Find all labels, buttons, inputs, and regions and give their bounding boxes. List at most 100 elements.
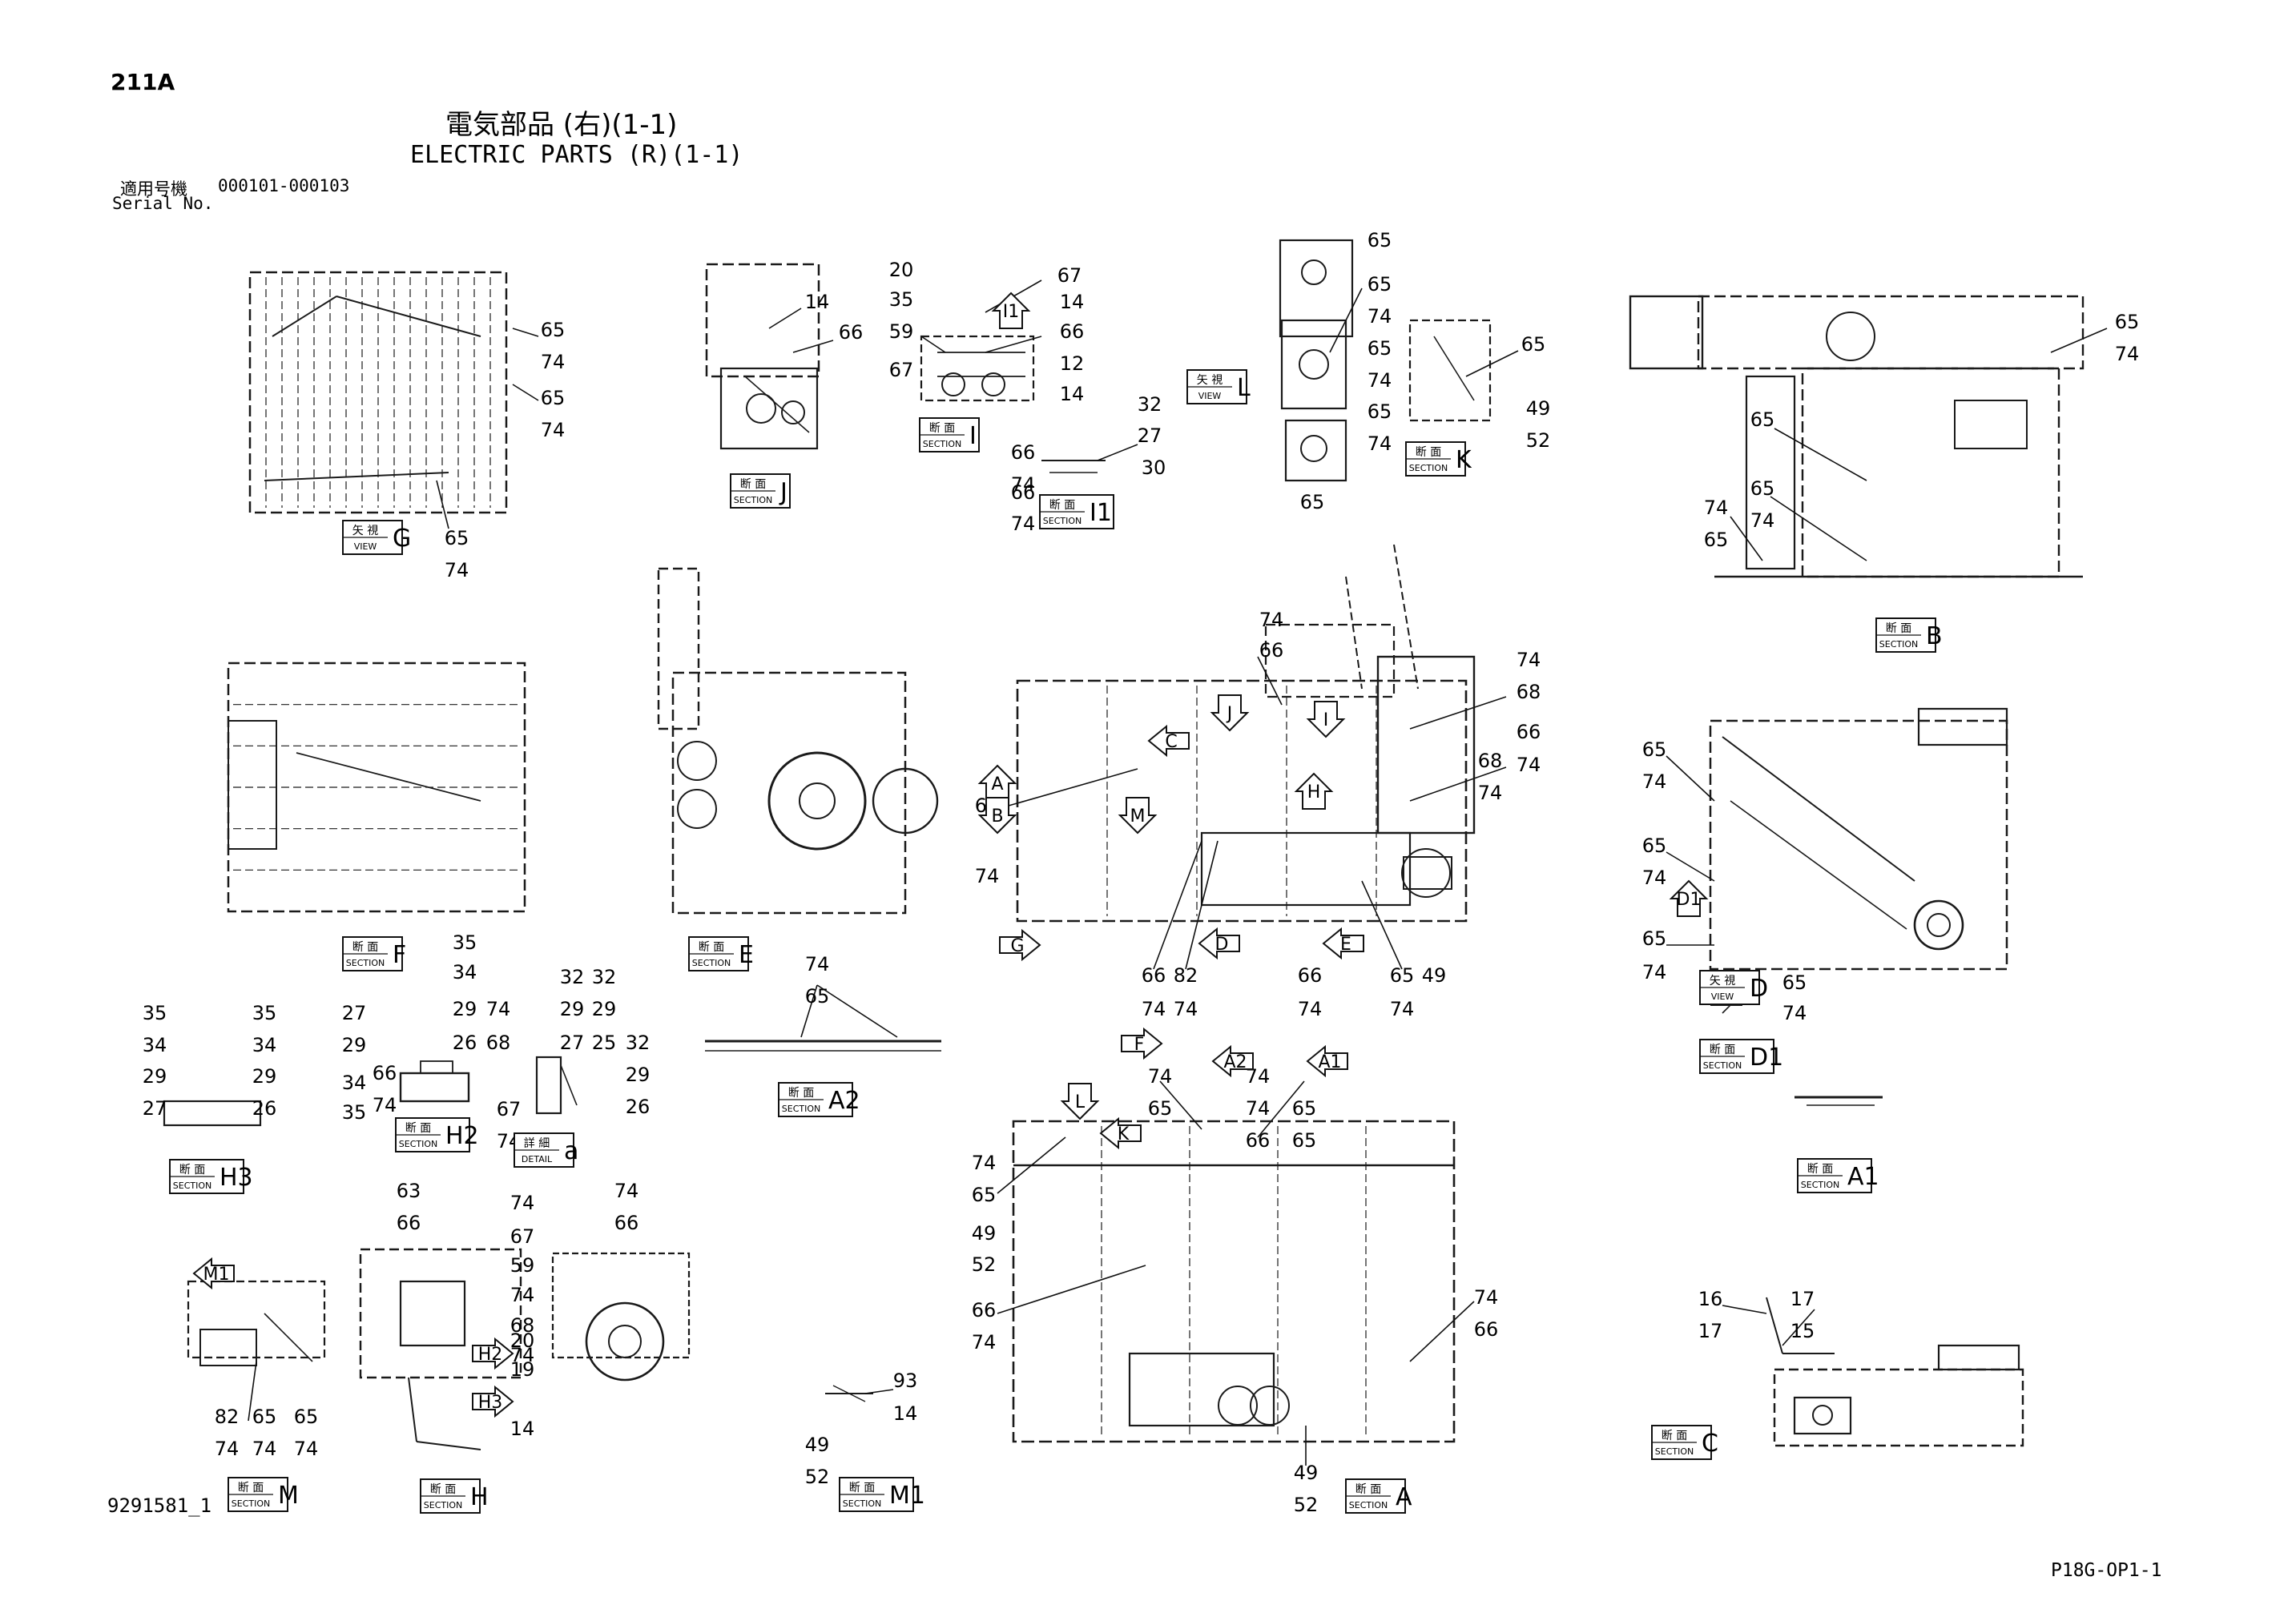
tag-letter: M [278, 1482, 299, 1510]
callout-number: 65 [805, 985, 830, 1008]
tag-label-en: SECTION [692, 958, 731, 968]
view-arrow-d: D [1198, 927, 1240, 960]
view-arrow-b: B [977, 797, 1017, 835]
arrow-shape [472, 1337, 514, 1370]
tag-label-en: VIEW [1711, 992, 1734, 1002]
callout-number: 52 [805, 1466, 830, 1488]
view-arrow-e: E [1322, 927, 1364, 960]
callout-number: 74 [1390, 998, 1415, 1020]
tag-letter: I [969, 422, 977, 450]
callout-number: 34 [453, 961, 477, 983]
callout-number: 19 [510, 1358, 535, 1381]
arrow-shape [192, 1257, 235, 1290]
callout-number: 74 [445, 559, 469, 581]
callout-number: 74 [1517, 754, 1541, 776]
callout-number: 66 [1011, 441, 1036, 464]
tag-label-en: SECTION [1409, 463, 1448, 473]
callout-number: 66 [839, 321, 864, 344]
callout-number: 65 [2115, 311, 2140, 333]
arrow-shape [1147, 724, 1190, 758]
tag-letter: L [1237, 374, 1251, 402]
page-code: 211A [111, 69, 175, 95]
arrow-shape [991, 292, 1031, 329]
view-arrow-h3: H3 [472, 1385, 514, 1418]
callout-number: 65 [1368, 229, 1392, 251]
view-arrow-a: A [977, 764, 1017, 802]
callout-number: 74 [510, 1192, 535, 1214]
drawing-number: 9291581_1 [107, 1494, 212, 1517]
callout-number: 25 [592, 1032, 617, 1054]
callout-number: 74 [2115, 343, 2140, 365]
callout-number: 65 [1782, 971, 1807, 994]
tag-label-en: SECTION [232, 1498, 270, 1509]
tag-letter: J [779, 478, 787, 506]
arrow-shape [1118, 797, 1158, 835]
callout-number: 67 [1057, 264, 1082, 287]
callout-number: 74 [1368, 432, 1392, 455]
callout-number: 35 [252, 1002, 277, 1024]
tag-letter: K [1456, 446, 1472, 474]
view-arrow-l: L [1060, 1083, 1100, 1120]
callout-number: 67 [510, 1225, 535, 1248]
callout-number: 65 [1292, 1129, 1317, 1152]
callout-number: 59 [889, 320, 914, 343]
callout-number: 74 [510, 1284, 535, 1306]
tag-letter: a [564, 1137, 578, 1165]
tag-label-jp: 断 面 [740, 478, 766, 491]
tag-label-en: SECTION [424, 1500, 462, 1510]
callout-number: 66 [1246, 1129, 1271, 1152]
tag-label-jp: 断 面 [430, 1483, 456, 1496]
arrow-letter: I [1323, 710, 1329, 730]
arrow-letter: H2 [478, 1345, 503, 1365]
arrow-shape [1322, 927, 1364, 960]
arrow-letter: D [1215, 935, 1229, 955]
tag-label-jp: 断 面 [352, 941, 378, 954]
callout-number: 67 [497, 1098, 522, 1120]
callout-number: 27 [143, 1097, 167, 1120]
callout-number: 14 [805, 291, 830, 313]
callout-number: 74 [215, 1438, 240, 1460]
tag-label-jp: 断 面 [1807, 1163, 1833, 1176]
callout-number: 32 [592, 966, 617, 988]
callout-number: 74 [614, 1180, 639, 1202]
callout-number: 49 [972, 1222, 997, 1245]
callout-number: 49 [805, 1434, 830, 1456]
callout-number: 74 [1142, 998, 1166, 1020]
view-arrow-f: F [1121, 1027, 1163, 1060]
arrow-shape [1198, 927, 1240, 960]
tag-label-jp: 断 面 [1662, 1430, 1687, 1442]
callout-number: 65 [445, 527, 469, 549]
tag-label-en: VIEW [1198, 391, 1222, 401]
callout-number: 74 [373, 1094, 397, 1116]
leader-lines [248, 280, 2108, 1466]
tag-letter: E [739, 941, 754, 969]
view-arrow-a2: A2 [1211, 1044, 1254, 1078]
callout-number: 65 [1368, 273, 1392, 296]
callout-number: 12 [1060, 352, 1085, 375]
callout-number: 74 [486, 998, 511, 1020]
callout-number: 32 [1138, 393, 1162, 416]
tag-letter: H2 [445, 1122, 479, 1150]
tag-label-en: SECTION [1703, 1060, 1742, 1071]
view-arrow-m: M [1118, 797, 1158, 835]
callout-number: 26 [252, 1097, 277, 1120]
serial-label-japanese: 適用号機 [120, 179, 187, 199]
tag-letter: M1 [889, 1482, 925, 1510]
arrow-letter: M [1130, 806, 1146, 827]
callout-number: 74 [1298, 998, 1323, 1020]
tag-label-jp: 断 面 [1710, 1044, 1735, 1056]
callout-number: 93 [893, 1370, 918, 1392]
tag-label-jp: 矢 視 [352, 525, 378, 537]
callout-number: 14 [510, 1418, 535, 1440]
